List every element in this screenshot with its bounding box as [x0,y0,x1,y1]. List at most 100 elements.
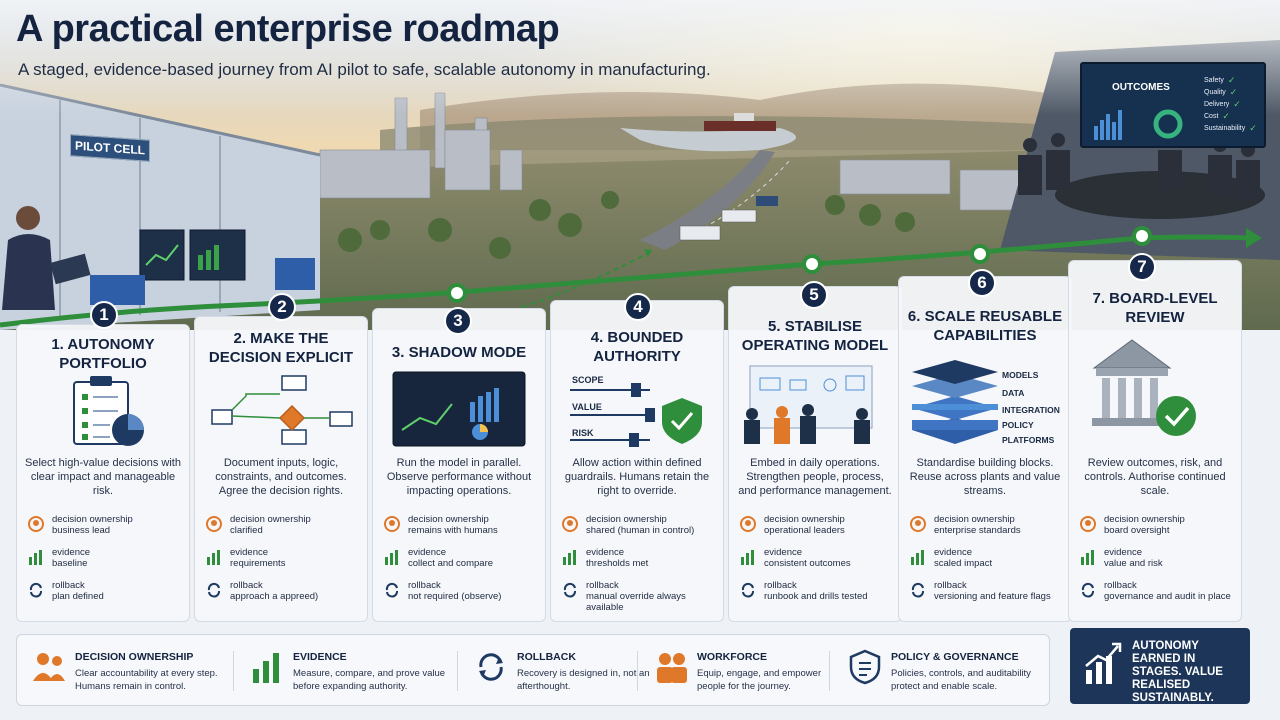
metric-label: evidence [586,547,625,558]
step-title: 7. BOARD-LEVEL REVIEW [1092,290,1218,326]
metric-value: scaled impact [934,558,993,569]
step-card-7: 7 7. BOARD-LEVEL REVIEW [1068,253,1242,622]
evidence-icon [1080,549,1096,570]
check-icon: ✓ [1222,110,1230,121]
metric-value: plan defined [52,591,104,602]
step-number-badge: 5 [800,281,828,309]
metric-label: rollback [408,580,441,591]
ownership-icon [384,516,400,537]
evidence-icon [206,549,222,570]
outcomes-chart-icon [1094,109,1183,140]
step-number-badge: 4 [624,293,652,321]
step-description: Standardise building blocks. Reuse acros… [909,457,1061,497]
slider-label-scope: SCOPE [572,375,604,385]
outcome-cost: Cost [1204,112,1219,120]
legend-description: Policies, controls, and auditability pro… [891,668,1031,692]
check-icon: ✓ [1227,74,1236,85]
metric-label: rollback [586,580,619,591]
step-number-badge: 7 [1128,253,1156,281]
badge-text: AUTONOMY EARNED IN STAGES. VALUE REALISE… [1132,640,1223,704]
legend-description: Clear accountability at every step. Huma… [75,668,218,692]
step-card-1: 1 1. AUTONOMY PORTFOLIO [16,301,190,622]
legend-divider [233,651,234,691]
outcomes-screen: OUTCOMES Safety✓ Quality✓ Delivery✓ Cost… [1080,62,1266,148]
step-title: 6. SCALE REUSABLE CAPABILITIES [907,308,1063,344]
metric-label: decision ownership [586,514,667,525]
legend-description: Measure, compare, and prove value before… [293,668,446,692]
ownership-icon [206,516,222,537]
metric-value: approach a appreed) [230,591,319,602]
layer-label-integration: INTEGRATION [1002,405,1060,415]
step-title: 5. STABILISE OPERATING MODEL [741,318,889,354]
evidence-icon [910,549,926,570]
rollback-icon [1080,582,1096,603]
metric-value: not required (observe) [408,591,502,602]
metric-label: evidence [764,547,803,558]
page-subtitle: A staged, evidence-based journey from AI… [18,60,711,79]
metric-value: shared (human in control) [586,525,695,536]
legend-title: WORKFORCE [697,651,767,663]
check-icon: ✓ [1229,86,1238,97]
metric-label: evidence [1104,547,1143,558]
metric-value: value and risk [1104,558,1163,569]
step-number-badge: 6 [968,269,996,297]
metric-label: rollback [52,580,85,591]
metric-label: evidence [230,547,269,558]
metric-value: consistent outcomes [764,558,851,569]
metric-value: remains with humans [408,525,498,536]
legend-title: EVIDENCE [293,651,347,663]
metric-value: operational leaders [764,525,845,536]
legend-evidence: EVIDENCE Measure, compare, and prove val… [249,645,469,699]
metric-value: clarified [230,525,263,536]
metric-value: thresholds met [586,558,649,569]
step-description: Allow action within defined guardrails. … [564,457,710,497]
legend-title: POLICY & GOVERNANCE [891,651,1019,663]
outcomes-title: OUTCOMES [1112,82,1170,93]
metric-label: decision ownership [230,514,311,525]
autonomy-badge: AUTONOMY EARNED IN STAGES. VALUE REALISE… [1070,628,1250,704]
rollback-icon [740,582,756,603]
legend-divider [637,651,638,691]
legend-policy-governance: POLICY & GOVERNANCE Policies, controls, … [847,645,1047,699]
evidence-icon [28,549,44,570]
metric-label: decision ownership [408,514,489,525]
step-number-badge: 2 [268,293,296,321]
rollback-icon [384,582,400,603]
legend-divider [457,651,458,691]
legend-description: Equip, engage, and empower people for th… [697,668,822,692]
step-card-2: 2 2. MAKE THE DECISION EXPLICIT [194,293,368,622]
metric-label: decision ownership [934,514,1015,525]
step-card-5: 5 5. STABILISE OPERATING MODEL [728,281,902,622]
metric-label: decision ownership [52,514,133,525]
legend-title: ROLLBACK [517,651,576,663]
legend-title: DECISION OWNERSHIP [75,651,194,663]
ownership-icon [910,516,926,537]
cycle-arrows-icon [479,653,503,681]
workforce-icon [657,653,687,683]
metric-value: requirements [230,558,286,569]
outcome-delivery: Delivery [1204,100,1230,108]
metric-label: rollback [230,580,263,591]
evidence-icon [562,549,578,570]
layer-label-data: DATA [1002,388,1025,398]
metric-label: evidence [934,547,973,558]
step-number-badge: 1 [90,301,118,329]
legend-bar: DECISION OWNERSHIP Clear accountability … [16,634,1050,706]
bar-chart-icon [253,653,279,683]
outcomes-checklist: Safety✓ Quality✓ Delivery✓ Cost✓ Sustain… [1204,74,1266,134]
step-title: 4. BOUNDED AUTHORITY [590,329,684,365]
check-icon: ✓ [1233,98,1241,109]
metric-value: enterprise standards [934,525,1021,536]
